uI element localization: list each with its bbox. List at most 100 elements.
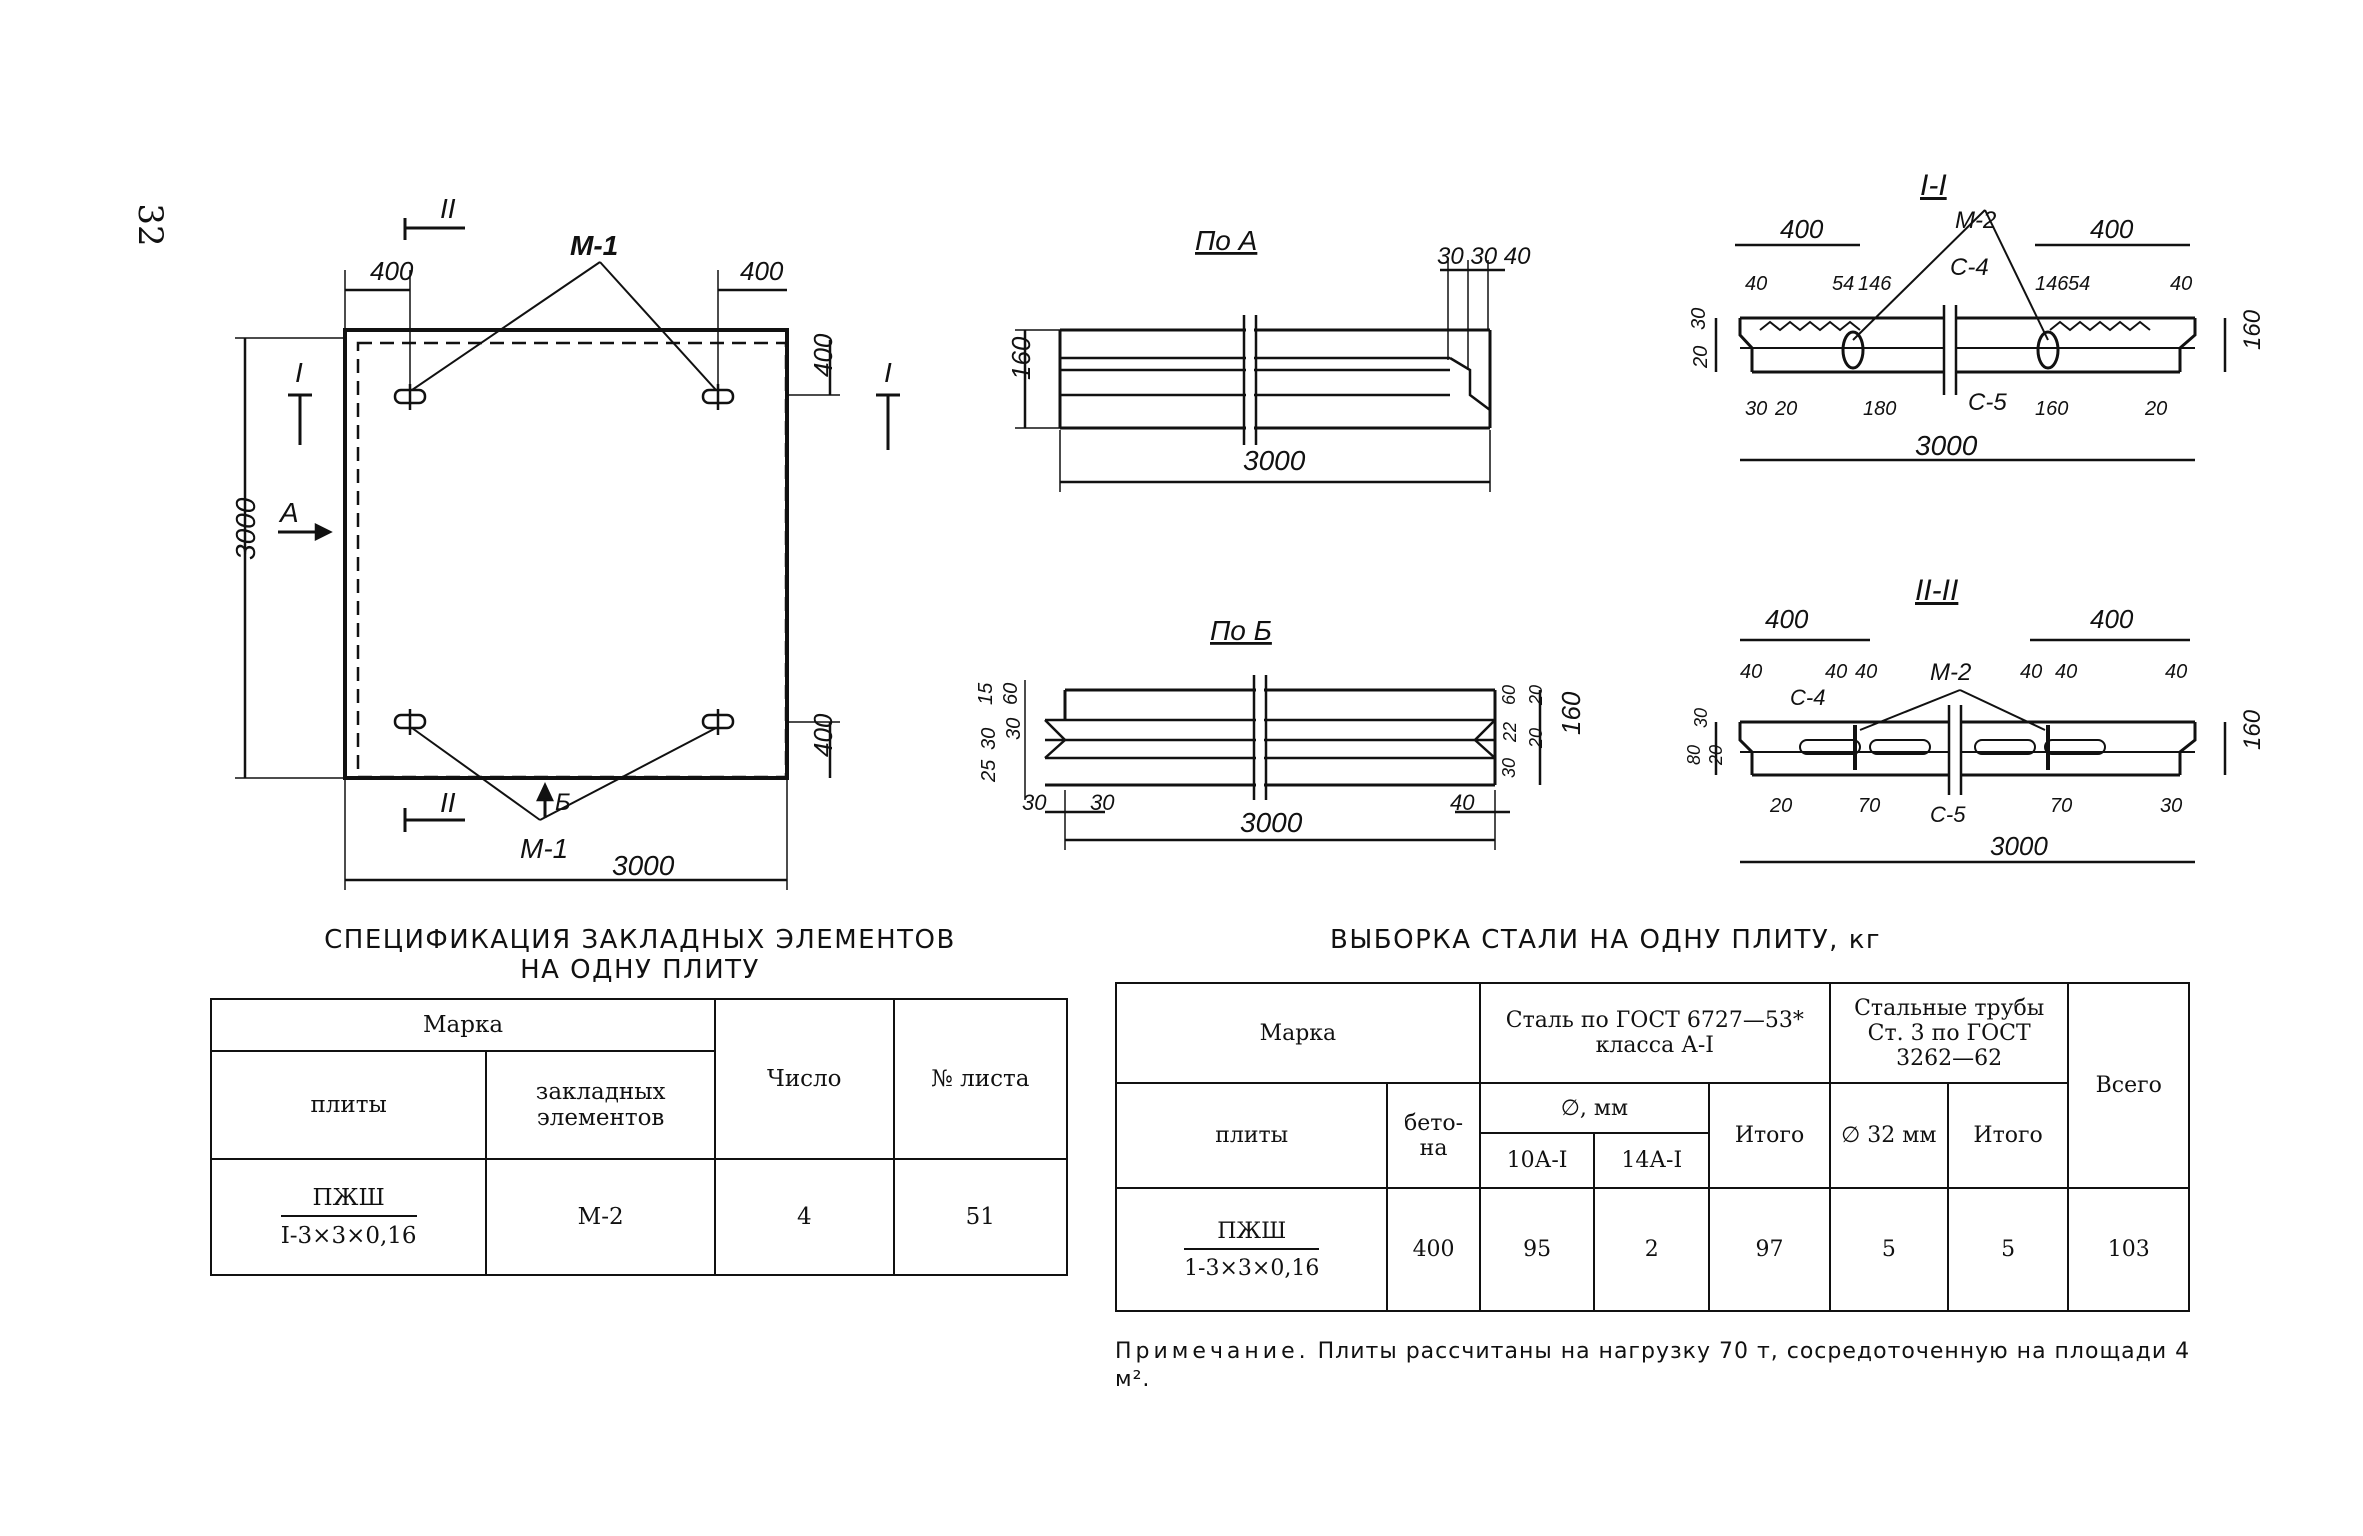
note-label: Примечание.	[1115, 1339, 1310, 1364]
steel-h-14a: 14А-I	[1593, 1132, 1711, 1189]
note-text: Плиты рассчитаны на нагрузку 70 т, сосре…	[1115, 1339, 2191, 1392]
section-2-dim-bottom-1: 70	[1858, 795, 1880, 817]
spec-cell-list: 51	[892, 1158, 1069, 1276]
section-2-label-c5: С-5	[1930, 802, 1966, 827]
plan-dim-top-left: 400	[370, 256, 414, 286]
steel-h-plity: плиты	[1114, 1082, 1389, 1189]
steel-h-steel: Сталь по ГОСТ 6727—53* класса А-I	[1478, 982, 1831, 1084]
section-2-dim-small-2: 40	[1855, 661, 1877, 683]
plan-dim-top-right: 400	[740, 256, 784, 286]
view-a-dim-length: 3000	[1243, 445, 1306, 476]
view-a-drawing	[1015, 260, 1505, 492]
plan-view-a-label: А	[278, 497, 299, 528]
section-1-dim-left-0: 30	[1688, 308, 1710, 330]
spec-h-list: № листа	[892, 998, 1069, 1160]
note: Примечание. Плиты рассчитаны на нагрузку…	[1115, 1338, 2195, 1394]
steel-h-diam32: ∅ 32 мм	[1828, 1082, 1949, 1189]
plan-label-m1-top: М-1	[570, 230, 618, 261]
plan-dim-right-bottom: 400	[808, 713, 838, 757]
view-b-dim-bottom-left: 30	[1090, 790, 1115, 815]
steel-h-marka: Марка	[1115, 982, 1481, 1084]
view-b-dim-height: 160	[1556, 691, 1586, 735]
spec-h-zaklad: закладных элементов	[485, 1050, 717, 1160]
section-1-dim-small-1: 54	[1832, 273, 1854, 295]
section-2-dim-small-1: 40	[1825, 661, 1847, 683]
plan-dim-height: 3000	[230, 497, 261, 560]
section-2-dim-bottom-3: 30	[2160, 795, 2182, 817]
spec-h-chislo: Число	[714, 998, 895, 1160]
view-b-dim-right-4: 30	[1499, 758, 1519, 778]
section-1-dim-left-1: 20	[1690, 346, 1712, 369]
plan-section-i-left: I	[295, 357, 303, 388]
section-2-dim-left-2: 20	[1706, 745, 1726, 766]
view-b-dim-right-1: 20	[1526, 685, 1546, 706]
view-b-dim-left-2: 30	[1003, 718, 1025, 740]
section-2-dim-bottom-2: 70	[2050, 795, 2072, 817]
section-2-dim-height: 160	[2239, 709, 2266, 750]
section-1-label-m2: М-2	[1955, 207, 1996, 234]
section-1-dim-height: 160	[2239, 309, 2266, 350]
view-b-dim-left-3: 30	[978, 728, 1000, 750]
view-b-title: По Б	[1210, 615, 1272, 646]
section-1-dim-bottom-1: 20	[1774, 398, 1797, 420]
steel-h-itogo2: Итого	[1946, 1082, 2070, 1189]
section-1-dim-small-3: 146	[2035, 273, 2069, 295]
plan-section-ii-top: II	[440, 193, 456, 224]
section-2-drawing	[1714, 638, 2227, 864]
steel-cell-10a: 95	[1478, 1187, 1596, 1312]
section-1-dim-top-left: 400	[1780, 214, 1824, 244]
spec-h-plity: плиты	[209, 1050, 488, 1160]
view-a-dim-height: 160	[1006, 336, 1036, 380]
view-a-title: По А	[1195, 225, 1257, 256]
steel-h-betona: бето-на	[1386, 1082, 1481, 1189]
spec-cell-element: М-2	[485, 1158, 717, 1276]
steel-plita-bot: 1-3×3×0,16	[1184, 1255, 1320, 1281]
section-1-label-c4: С-4	[1950, 254, 1989, 281]
spec-h-marka: Марка	[209, 998, 717, 1052]
steel-h-pipes: Стальные трубы Ст. 3 по ГОСТ 3262—62	[1828, 982, 2070, 1084]
steel-plita-top: ПЖШ	[1184, 1219, 1320, 1250]
steel-cell-itogo1: 97	[1708, 1187, 1831, 1312]
view-a-dim-top: 30 30 40	[1437, 243, 1531, 270]
spec-plita-top: ПЖШ	[280, 1185, 417, 1217]
section-2-dim-bottom-0: 20	[1769, 795, 1792, 817]
section-2-title: II-II	[1915, 574, 1958, 607]
plan-label-m1-bottom: М-1	[520, 833, 568, 864]
steel-cell-vsego: 103	[2067, 1187, 2190, 1312]
section-2-dim-top-left: 400	[1765, 604, 1809, 634]
steel-table-title: ВЫБОРКА СТАЛИ НА ОДНУ ПЛИТУ, кг	[1330, 925, 1882, 955]
steel-cell-14a: 2	[1593, 1187, 1711, 1312]
plan-dim-right-top: 400	[808, 333, 838, 377]
section-1-dim-small-2: 146	[1858, 273, 1892, 295]
section-2-dim-small-5: 40	[2165, 661, 2187, 683]
steel-cell-itogo2: 5	[1946, 1187, 2070, 1312]
steel-cell-betona: 400	[1386, 1187, 1481, 1312]
section-2-dim-left-0: 30	[1691, 708, 1711, 728]
plan-view	[235, 218, 900, 890]
steel-h-vsego: Всего	[2067, 982, 2190, 1189]
section-1-dim-bottom-0: 30	[1745, 398, 1767, 420]
view-b-dim-left-4: 25	[978, 759, 1000, 783]
spec-table-title: СПЕЦИФИКАЦИЯ ЗАКЛАДНЫХ ЭЛЕМЕНТОВ НА ОДНУ…	[205, 925, 1075, 985]
view-b-dim-right-3: 20	[1526, 728, 1546, 749]
view-b-dim-length: 3000	[1240, 807, 1303, 838]
view-b-dim-left-0: 60	[1000, 683, 1022, 705]
view-b-dim-left-1: 15	[975, 682, 997, 705]
section-1-title: I-I	[1920, 169, 1947, 202]
section-1-dim-small-5: 40	[2170, 273, 2192, 295]
section-1-dim-length: 3000	[1915, 430, 1978, 461]
section-2-dim-length: 3000	[1990, 831, 2048, 861]
steel-h-diam: ∅, мм	[1478, 1082, 1711, 1134]
plan-dim-width: 3000	[612, 850, 675, 881]
spec-title-line2: НА ОДНУ ПЛИТУ	[520, 955, 760, 985]
section-1-dim-small-0: 40	[1745, 273, 1767, 295]
section-2-label-m2: М-2	[1930, 659, 1971, 686]
section-2-dim-top-right: 400	[2090, 604, 2134, 634]
view-b-drawing	[1024, 675, 1542, 850]
view-b-dim-bottom-right: 40	[1450, 790, 1475, 815]
steel-h-10a: 10А-I	[1478, 1132, 1596, 1189]
spec-plita-bot: I-3×3×0,16	[280, 1223, 417, 1249]
